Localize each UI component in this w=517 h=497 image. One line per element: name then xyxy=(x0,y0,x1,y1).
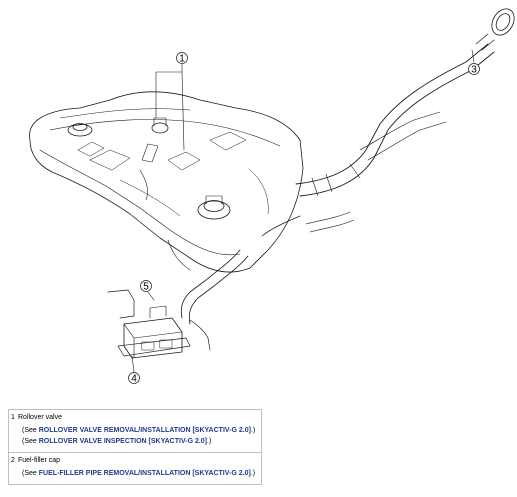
fuel-filler-cap xyxy=(475,8,515,51)
fuel-filler-pipe-link[interactable]: FUEL-FILLER PIPE REMOVAL/INSTALLATION [S… xyxy=(38,470,251,477)
fuel-tank xyxy=(29,91,304,273)
parts-table: 1 Rollover valve (See ROLLOVER VALVE REM… xyxy=(8,409,262,485)
part-name: Fuel-filler cap xyxy=(18,457,61,464)
table-row: 2 Fuel-filler cap (See FUEL-FILLER PIPE … xyxy=(8,452,262,485)
reference-prefix: (See xyxy=(22,438,39,445)
reference: (See FUEL-FILLER PIPE REMOVAL/INSTALLATI… xyxy=(18,470,259,477)
callout-5: 5 xyxy=(140,280,152,293)
part-number: 1 xyxy=(8,409,17,453)
callout-3-label: 3 xyxy=(471,65,477,76)
rollover-valve-inspection-link[interactable]: ROLLOVER VALVE INSPECTION [SKYACTIV-G 2.… xyxy=(38,438,208,445)
table-row: 1 Rollover valve (See ROLLOVER VALVE REM… xyxy=(8,409,262,453)
callout-4-label: 4 xyxy=(131,374,137,385)
callout-leaders xyxy=(131,49,475,373)
reference-suffix: .) xyxy=(250,427,256,434)
reference-suffix: .) xyxy=(250,470,256,477)
fuel-system-diagram: 1 3 5 4 xyxy=(29,8,515,385)
callout-3: 3 xyxy=(468,63,480,76)
part-description: Fuel-filler cap (See FUEL-FILLER PIPE RE… xyxy=(17,452,262,485)
fuel-filler-pipe xyxy=(295,43,495,233)
part-number: 2 xyxy=(8,452,17,485)
reference-prefix: (See xyxy=(22,427,39,434)
callout-5-label: 5 xyxy=(143,282,149,293)
evap-hoses xyxy=(167,215,301,351)
callout-4: 4 xyxy=(128,372,140,385)
reference: (See ROLLOVER VALVE INSPECTION [SKYACTIV… xyxy=(18,438,259,445)
reference-suffix: .) xyxy=(207,438,212,445)
part-description: Rollover valve (See ROLLOVER VALVE REMOV… xyxy=(17,409,262,453)
callout-1: 1 xyxy=(176,52,188,65)
reference: (See ROLLOVER VALVE REMOVAL/INSTALLATION… xyxy=(18,427,259,434)
charcoal-canister xyxy=(107,289,191,359)
callout-1-label: 1 xyxy=(179,54,185,65)
rollover-valve-removal-link[interactable]: ROLLOVER VALVE REMOVAL/INSTALLATION [SKY… xyxy=(38,427,251,434)
part-name: Rollover valve xyxy=(18,414,62,421)
reference-prefix: (See xyxy=(22,470,39,477)
